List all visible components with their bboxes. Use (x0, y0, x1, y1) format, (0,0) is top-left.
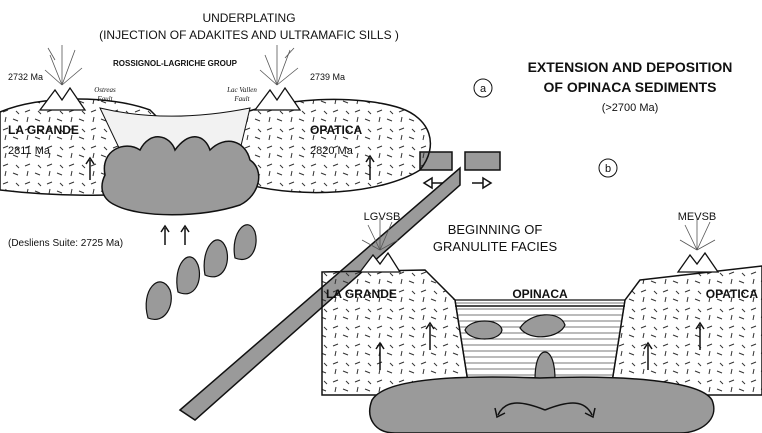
age-right-volcano: 2739 Ma (310, 72, 345, 82)
granulite-heading-line2: GRANULITE FACIES (433, 239, 558, 254)
desliens-suite-label: (Desliens Suite: 2725 Ma) (8, 238, 123, 249)
opatica-age: 2820 Ma (310, 145, 354, 157)
sill-4 (234, 225, 256, 260)
fault-left-line1: Ostreas (94, 86, 116, 94)
panel-b-marker: b (605, 163, 611, 175)
fault-right-line1: Lac Vallen (226, 86, 257, 94)
sill-3 (204, 240, 227, 277)
la-grande-label-b: LA GRANDE (326, 287, 397, 301)
opatica-label-b: OPATICA (706, 287, 759, 301)
fault-right-line2: Fault (233, 95, 250, 103)
la-grande-label-a: LA GRANDE (8, 123, 79, 137)
opatica-label-a: OPATICA (310, 123, 363, 137)
title-line2: OF OPINACA SEDIMENTS (544, 79, 717, 95)
sill-2 (177, 257, 200, 294)
opinaca-label: OPINACA (512, 287, 568, 301)
panel-b: b LGVSB (322, 159, 762, 433)
figure-title: EXTENSION AND DEPOSITION OF OPINACA SEDI… (528, 59, 733, 114)
lgvsb-label: LGVSB (364, 211, 401, 223)
volcano-right-a (255, 88, 300, 110)
magma-chamber-b (370, 377, 714, 433)
group-label: ROSSIGNOL-LAGRICHE GROUP (113, 59, 238, 68)
age-left-volcano: 2732 Ma (8, 72, 43, 82)
panel-a-marker: a (480, 83, 487, 95)
sill-1 (146, 282, 171, 320)
opatica-block-b (610, 266, 762, 395)
mevsb-label: MEVSB (678, 211, 717, 223)
basin-sill-1 (465, 321, 502, 339)
eruption-plume-right-a (260, 45, 298, 85)
eruption-plume-left-a (45, 45, 82, 85)
magma-chamber-a (102, 137, 259, 215)
injection-subtitle: (INJECTION OF ADAKITES AND ULTRAMAFIC SI… (99, 28, 399, 42)
slab-segment-right (465, 152, 500, 170)
title-line1: EXTENSION AND DEPOSITION (528, 59, 733, 75)
title-age: (>2700 Ma) (602, 102, 659, 114)
fault-left-line2: Fault (96, 95, 113, 103)
la-grande-age: 2811 Ma (8, 145, 51, 157)
volcano-right-b (678, 253, 718, 272)
granulite-heading-line1: BEGINNING OF (448, 222, 543, 237)
volcano-left-a (40, 88, 85, 110)
underplating-title: UNDERPLATING (202, 11, 295, 25)
